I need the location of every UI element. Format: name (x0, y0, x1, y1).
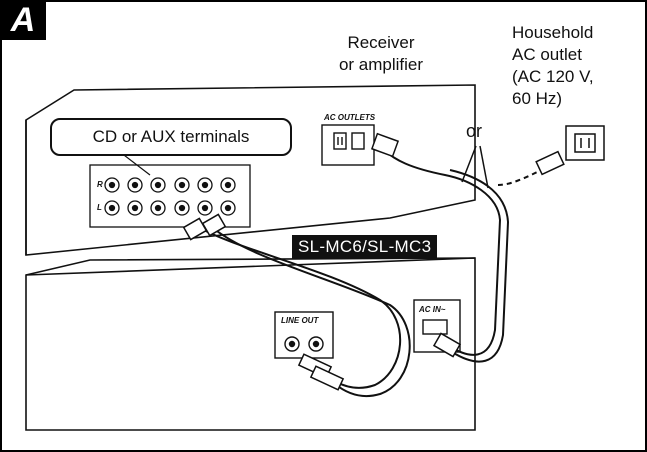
ac-outlets-label: AC OUTLETS (324, 113, 376, 122)
line-out-panel (274, 311, 334, 359)
figure-badge: A (0, 0, 46, 40)
ac-inlet (413, 299, 461, 353)
cd-aux-terminals-callout: CD or AUX terminals (50, 118, 292, 156)
audio-plugs (182, 213, 345, 391)
or-pointer-arrows (461, 145, 489, 189)
receiver-jack-bank (89, 164, 251, 228)
receiver-ac-outlet (321, 124, 375, 166)
ac-in-label: AC IN~ (419, 305, 446, 314)
audio-cable (199, 227, 411, 398)
jack-r-label: R (97, 180, 103, 189)
wall-outlet (565, 125, 605, 161)
receiver-label: Receiver or amplifier (338, 33, 424, 74)
household-outlet-label: Household AC outlet (AC 120 V, 60 Hz) (512, 23, 594, 108)
or-label: or (466, 121, 483, 141)
power-cable (383, 149, 554, 363)
line-out-label: LINE OUT (281, 316, 319, 325)
cd-player-unit (25, 257, 476, 431)
power-plugs (370, 132, 565, 358)
model-label: SL-MC6/SL-MC3 (292, 235, 438, 259)
jack-l-label: L (97, 203, 102, 212)
